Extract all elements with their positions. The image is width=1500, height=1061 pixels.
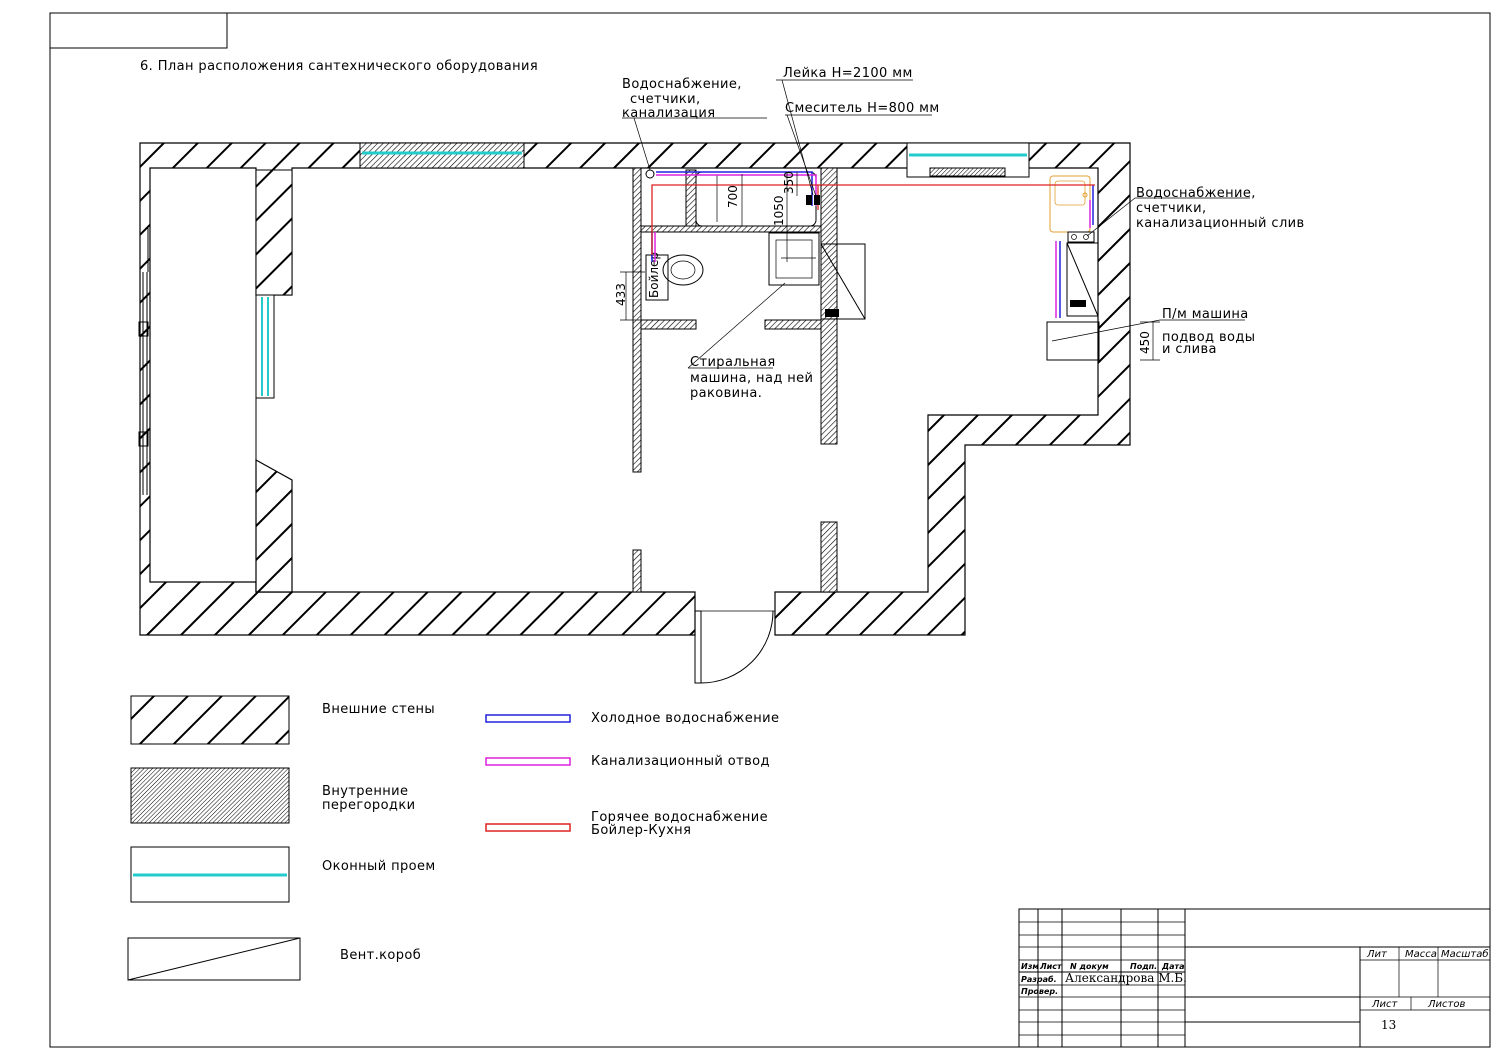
callout-dishwasher-supply-2: и слива <box>1162 342 1217 357</box>
tb-col-sign: Подп. <box>1130 962 1157 971</box>
bathtub <box>695 171 817 227</box>
page-title: 6. План расположения сантехнического обо… <box>140 59 538 74</box>
legend-swatch-cold-water <box>485 714 571 723</box>
dishwasher-outline <box>1046 321 1100 361</box>
legend-internal-partitions-1: Внутренние <box>322 784 408 799</box>
riser-bathroom <box>645 169 655 179</box>
dim-433: 433 <box>614 283 628 306</box>
leader-lines <box>622 79 1250 369</box>
legend-external-walls: Внешние стены <box>322 702 435 717</box>
tb-row-checker: Провер. <box>1021 987 1058 996</box>
mixer-fittings <box>806 195 820 205</box>
tb-sheet-number: 13 <box>1381 1018 1396 1032</box>
legend-swatch-external-walls <box>130 695 290 745</box>
pipes-hot <box>651 184 1095 255</box>
balcony-outline <box>138 167 257 583</box>
legend-vent-box: Вент.короб <box>340 948 421 963</box>
callout-water-meters-top-1: Водоснабжение, <box>622 77 742 92</box>
window-openings <box>255 142 1030 399</box>
callout-water-meters-right-3: канализационный слив <box>1136 216 1305 231</box>
callout-water-meters-top-2: счетчики, <box>630 92 701 107</box>
title-block: Изм Лист N докум Подп. Дата Разраб. Пров… <box>1018 908 1491 1048</box>
dim-700: 700 <box>726 185 740 208</box>
tb-col-list: Лист <box>1039 962 1063 971</box>
legend-window-opening: Оконный проем <box>322 859 436 874</box>
pipes-cold <box>651 171 1094 318</box>
dim-1050: 1050 <box>772 195 786 226</box>
legend-swatch-internal-partitions <box>130 767 290 824</box>
legend: Внешние стены Внутренние перегородки Око… <box>127 695 779 981</box>
tb-mass: Масса <box>1405 949 1437 960</box>
legend-hot-water-1: Горячее водоснабжение <box>591 810 768 825</box>
sheet-frame <box>49 12 1491 1048</box>
tb-developer-name: Александрова М.Б. <box>1065 971 1187 985</box>
tb-col-date: Дата <box>1161 962 1185 971</box>
toilet: Бойлер <box>645 252 704 301</box>
tb-col-doc: N докум <box>1070 962 1109 971</box>
vent-box-bathroom <box>820 243 866 320</box>
meter-cluster-kitchen <box>1067 231 1095 243</box>
callout-washing-machine-2: машина, над ней <box>690 371 813 386</box>
tb-lit: Лит <box>1366 949 1388 960</box>
callout-mixer: Смеситель H=800 мм <box>785 101 940 116</box>
tb-row-developer: Разраб. <box>1021 974 1057 984</box>
tb-scale: Масштаб <box>1441 948 1489 960</box>
dimension-lines: 700 350 1050 433 450 <box>614 171 1160 361</box>
callout-dishwasher-supply-1: подвод воды <box>1162 330 1255 345</box>
dim-450: 450 <box>1138 331 1152 354</box>
callout-washing-machine-3: раковина. <box>690 386 762 401</box>
legend-sewer: Канализационный отвод <box>591 754 770 769</box>
tb-sheet: Лист <box>1371 999 1399 1010</box>
pipes-sewer <box>654 174 1091 318</box>
sheet-corner-stamp <box>49 12 228 49</box>
washing-machine <box>768 232 820 286</box>
tb-sheets: Листов <box>1427 999 1465 1010</box>
legend-swatch-sewer <box>485 757 571 766</box>
callout-washing-machine-1: Стиральная <box>690 355 776 370</box>
entrance-door <box>694 610 775 684</box>
boiler-label: Бойлер <box>647 252 661 298</box>
legend-hot-water-2: Бойлер-Кухня <box>591 823 691 838</box>
legend-cold-water: Холодное водоснабжение <box>591 711 779 726</box>
tb-col-izm: Изм <box>1021 962 1039 971</box>
legend-swatch-hot-water <box>485 823 571 832</box>
dim-350: 350 <box>782 171 796 194</box>
vent-box-kitchen <box>1066 242 1099 317</box>
callout-water-meters-right-1: Водоснабжение, <box>1136 186 1256 201</box>
callout-water-meters-right-2: счетчики, <box>1136 201 1207 216</box>
callout-dishwasher: П/м машина <box>1162 307 1249 322</box>
callout-shower-head: Лейка H=2100 мм <box>783 66 913 81</box>
legend-internal-partitions-2: перегородки <box>322 798 415 813</box>
callout-water-meters-top-3: канализация <box>622 106 715 121</box>
